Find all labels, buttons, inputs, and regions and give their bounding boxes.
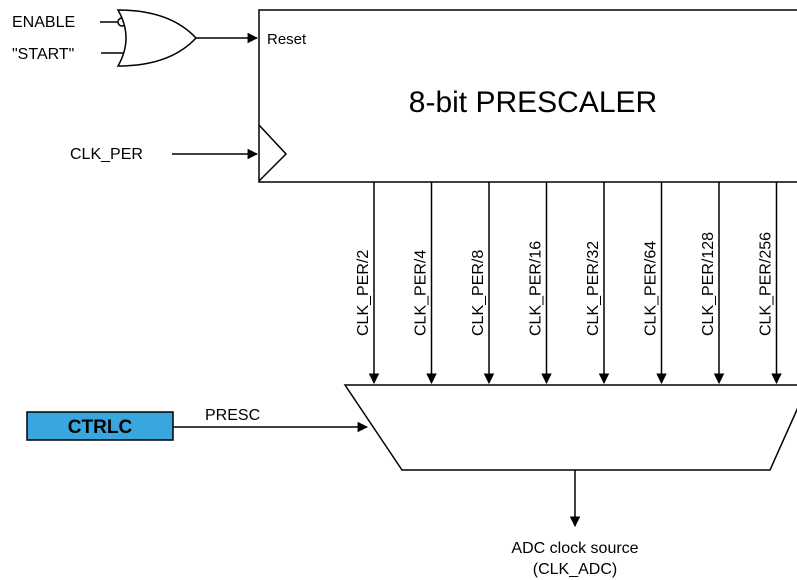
start-label: "START" — [12, 46, 74, 63]
output-label-4: CLK_PER/16 — [528, 241, 545, 336]
prescaler-title: 8-bit PRESCALER — [409, 86, 657, 119]
output-label-1: CLK_PER/2 — [355, 250, 372, 336]
clk-per-label: CLK_PER — [70, 146, 143, 163]
adc-clock-source-label: ADC clock source — [511, 540, 638, 557]
presc-label: PRESC — [205, 407, 260, 424]
prescaler-outputs: CLK_PER/2 CLK_PER/4 CLK_PER/8 CLK_PER/16 CLK… — [355, 182, 782, 385]
reset-label: Reset — [267, 31, 307, 48]
ctrlc-label: CTRLC — [68, 417, 133, 438]
output-label-7: CLK_PER/128 — [700, 232, 717, 336]
output-label-2: CLK_PER/4 — [413, 250, 430, 336]
output-label-8: CLK_PER/256 — [758, 232, 775, 336]
prescaler-block — [258, 9, 797, 183]
output-label-3: CLK_PER/8 — [470, 250, 487, 336]
enable-label: ENABLE — [12, 14, 75, 31]
clock-edge-symbol — [258, 124, 288, 182]
ctrlc-register — [26, 411, 174, 441]
adc-clock-name-label: (CLK_ADC) — [533, 561, 617, 578]
output-label-5: CLK_PER/32 — [585, 241, 602, 336]
clock-multiplexer — [343, 384, 797, 471]
or-gate — [116, 9, 198, 67]
output-label-6: CLK_PER/64 — [643, 241, 660, 336]
